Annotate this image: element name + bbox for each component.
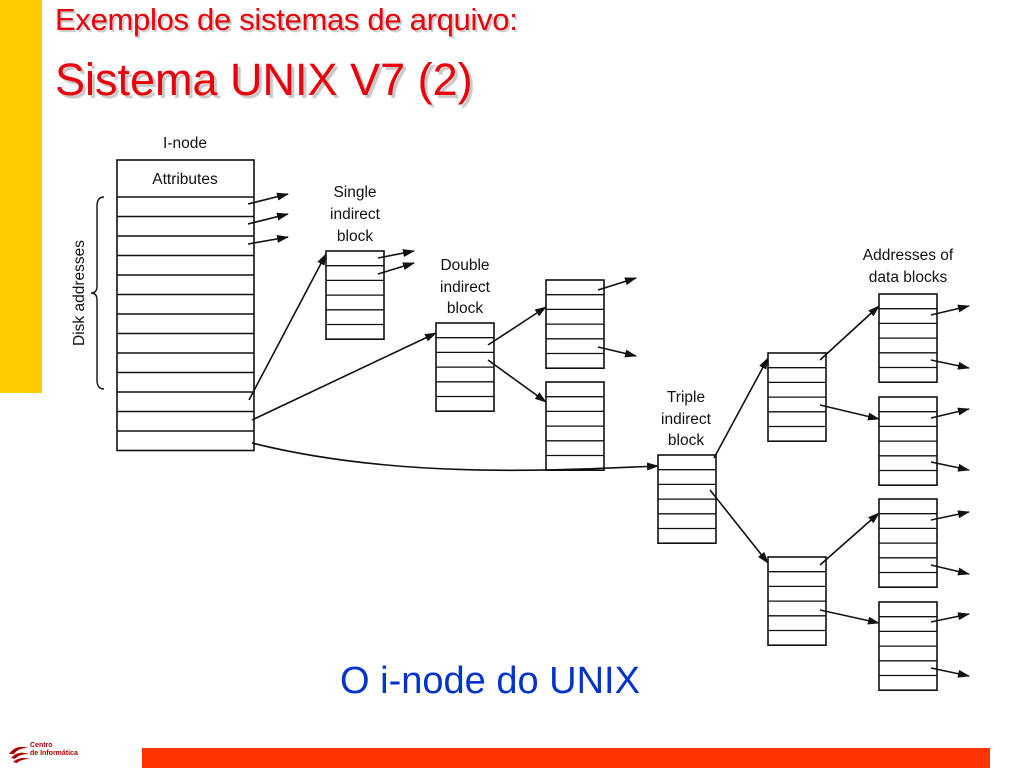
triple-indirect-label-3: block — [668, 432, 704, 449]
double-indirect-label-2: indirect — [440, 279, 491, 296]
inode-to-double-arrow — [251, 332, 437, 421]
single-indirect-label-3: block — [337, 228, 373, 245]
direct-address-arrow-3 — [247, 234, 289, 245]
triple-level2-top-to-data1 — [819, 305, 880, 361]
double-to-level2-bottom-arrow — [487, 359, 547, 403]
triple-level2-bottom-to-data4 — [819, 609, 880, 625]
data-address-arrow-6 — [930, 564, 970, 576]
data-address-arrow-2 — [930, 359, 970, 370]
bottom-red-bar — [142, 748, 990, 768]
single-indirect-label-2: indirect — [330, 206, 381, 223]
data-address-arrow-1 — [930, 304, 970, 316]
data-address-arrow-3 — [930, 407, 970, 419]
triple-to-level2-top-arrow — [713, 357, 769, 459]
double-to-level2-top-arrow — [487, 306, 547, 346]
direct-address-arrow-1 — [247, 192, 289, 205]
slide-caption: O i-node do UNIX — [340, 660, 640, 702]
direct-address-arrow-2 — [247, 212, 289, 225]
disk-addresses-brace — [90, 196, 105, 390]
single-block-arrow-1 — [377, 249, 415, 259]
double-indirect-label-1: Double — [440, 257, 489, 274]
logo-swirl-icon — [9, 746, 30, 763]
triple-indirect-label-2: indirect — [661, 411, 712, 428]
triple-indirect-label-1: Triple — [667, 389, 705, 406]
data-address-arrow-7 — [930, 612, 970, 623]
data-address-arrow-4 — [930, 461, 970, 472]
inode-label: I-node — [163, 135, 207, 152]
inode-to-triple-arrow — [251, 442, 659, 472]
attributes-label: Attributes — [152, 171, 218, 188]
inode-block — [116, 159, 255, 452]
data-address-arrow-5 — [930, 510, 970, 521]
data-blocks-label-1: Addresses of — [863, 247, 954, 264]
triple-level2-top-to-data2 — [819, 404, 880, 421]
data-blocks-label-2: data blocks — [869, 269, 948, 286]
yellow-side-bar — [0, 0, 42, 393]
single-block-arrow-2 — [377, 262, 415, 275]
triple-level2-bottom-to-data3 — [819, 512, 880, 566]
data-address-arrow-8 — [930, 667, 970, 678]
double-level2-top-out-1 — [597, 277, 637, 291]
double-indirect-label-3: block — [447, 300, 483, 317]
slide-title-line1: Exemplos de sistemas de arquivo: — [55, 2, 518, 37]
disk-addresses-label: Disk addresses — [71, 240, 88, 346]
logo-text-line1: Centro — [30, 742, 53, 749]
centro-de-informatica-logo: Centro de Informática — [6, 740, 86, 766]
single-indirect-label-1: Single — [333, 184, 376, 201]
inode-to-single-arrow — [248, 253, 327, 401]
slide-title-line2: Sistema UNIX V7 (2) — [55, 54, 473, 105]
double-level2-top-out-2 — [597, 346, 637, 358]
logo-text-line2: de Informática — [30, 750, 78, 757]
triple-to-level2-bottom-arrow — [709, 489, 769, 564]
